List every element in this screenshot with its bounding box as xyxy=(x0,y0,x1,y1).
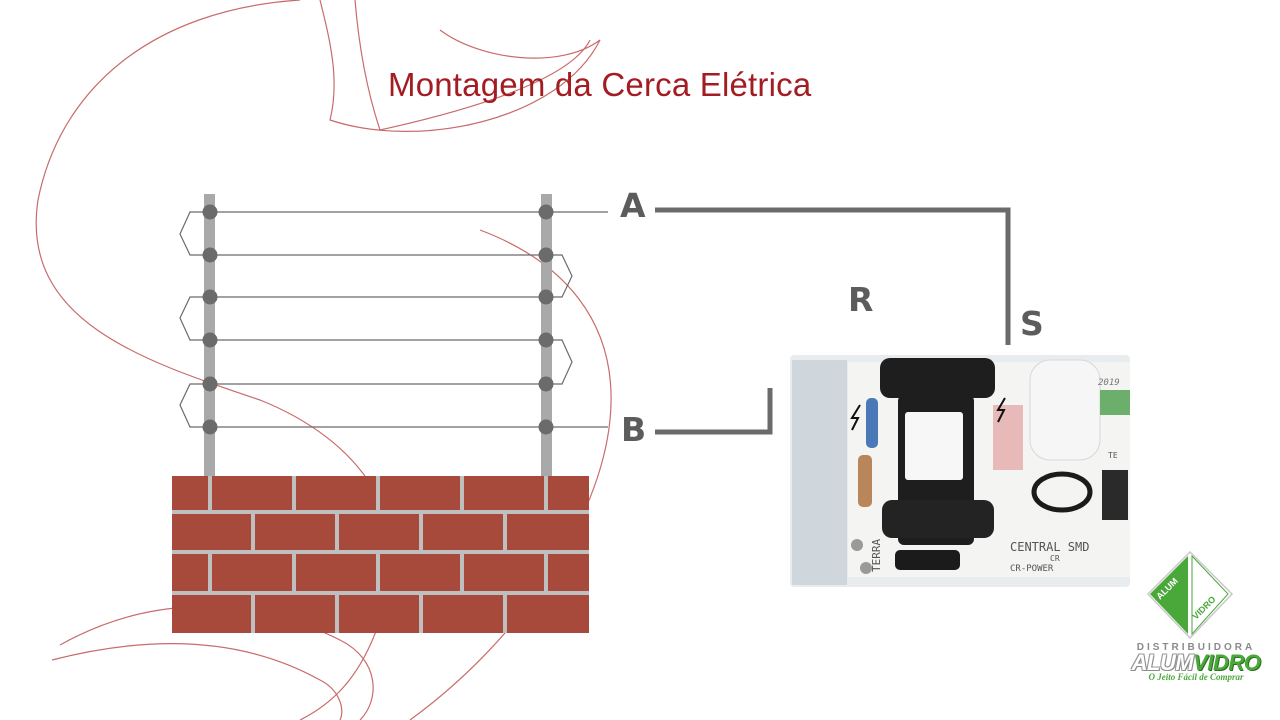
label-b: B xyxy=(621,410,646,449)
central-year-text: 2019 xyxy=(1098,378,1120,388)
central-unit: CENTRAL SMD CR-POWER TERRA 2019 CR TE xyxy=(790,355,1130,587)
central-power-text: CR-POWER xyxy=(1010,564,1054,574)
label-s: S xyxy=(1020,304,1044,343)
label-a: A xyxy=(620,186,646,225)
central-board-text: CENTRAL SMD xyxy=(1010,540,1089,554)
wire-a-to-s xyxy=(655,210,1008,345)
central-terra-text: TERRA xyxy=(870,539,883,572)
wire-b-to-r xyxy=(655,388,770,432)
fence-posts xyxy=(204,194,552,482)
logo-badge: ALUM VIDRO xyxy=(1148,552,1232,638)
page-title: Montagem da Cerca Elétrica xyxy=(388,66,811,104)
brick-wall xyxy=(172,476,589,633)
logo-slogan: O Jeito Fácil de Comprar xyxy=(1124,672,1268,682)
central-te-text: TE xyxy=(1108,451,1118,460)
central-cr-text: CR xyxy=(1050,554,1060,563)
label-r: R xyxy=(848,280,873,319)
